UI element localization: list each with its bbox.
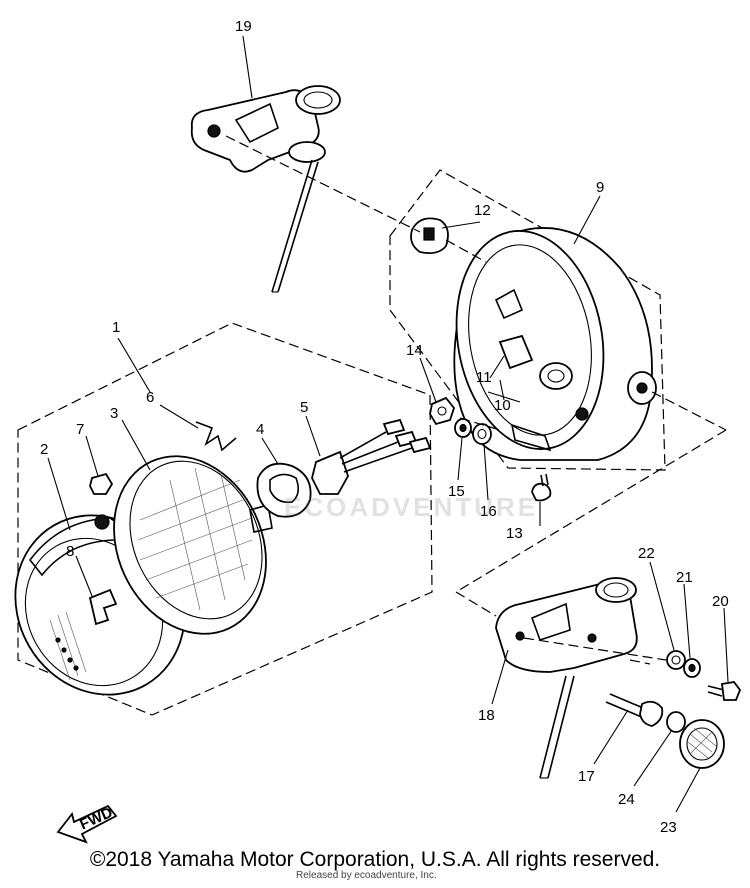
callout-3: 3 [110, 405, 118, 422]
leader-lines [47, 35, 729, 813]
washer-part-15 [454, 418, 472, 438]
nut-part-14 [429, 396, 456, 426]
bolt-part-17 [605, 693, 664, 727]
watermark-credit: Released by ecoadventure, Inc. [296, 870, 437, 881]
callout-20: 20 [712, 593, 729, 610]
socket-part-5 [311, 418, 432, 495]
fwd-label: FWD [77, 804, 115, 833]
callout-24: 24 [618, 791, 635, 808]
callout-4: 4 [256, 421, 264, 438]
callout-17: 17 [578, 768, 595, 785]
callout-7: 7 [76, 421, 84, 438]
callout-labels: 19 9 12 1 14 11 10 6 5 3 4 7 2 15 16 13 … [40, 18, 729, 836]
screw-part-7 [89, 472, 114, 495]
callout-23: 23 [660, 819, 677, 836]
upper-bracket-part-19 [190, 85, 341, 293]
washer-part-16 [472, 423, 492, 445]
sealed-beam-part-3 [113, 455, 273, 635]
socket-cover-part-4 [256, 462, 312, 518]
callout-12: 12 [474, 202, 491, 219]
bolt-part-20 [707, 681, 742, 701]
watermark-brand: ECOADVENTURE [284, 492, 539, 522]
headlight-housing-part-9 [453, 227, 657, 461]
callout-10: 10 [494, 397, 511, 414]
callout-8: 8 [66, 543, 74, 560]
mounting-lines [225, 135, 727, 665]
rim-hatching [49, 611, 87, 681]
lower-bracket-part-18 [495, 577, 638, 779]
washer-part-21 [683, 658, 701, 678]
washer-part-24 [666, 711, 686, 733]
grommet-part-12 [410, 217, 449, 255]
screw-part-13 [531, 473, 552, 502]
callout-22: 22 [638, 545, 655, 562]
bulb-clip-part-6 [195, 421, 237, 452]
group-1-outline [17, 322, 433, 716]
callout-19: 19 [235, 18, 252, 35]
cap-part-23 [679, 719, 725, 769]
callout-15: 15 [448, 483, 465, 500]
callout-14: 14 [406, 342, 423, 359]
callout-5: 5 [300, 399, 308, 416]
callout-21: 21 [676, 569, 693, 586]
callout-18: 18 [478, 707, 495, 724]
fwd-arrow: FWD [56, 804, 118, 844]
copyright-footer: ©2018 Yamaha Motor Corporation, U.S.A. A… [89, 848, 661, 871]
callout-1: 1 [112, 319, 120, 336]
callout-11: 11 [476, 369, 492, 386]
group-9-outline [389, 169, 666, 471]
callout-2: 2 [40, 441, 48, 458]
callout-13: 13 [506, 525, 523, 542]
callout-16: 16 [480, 503, 497, 520]
lens-pattern [137, 467, 253, 611]
clip-part-8 [88, 588, 118, 626]
callout-6: 6 [146, 389, 154, 406]
washer-part-22 [666, 650, 686, 670]
callout-9: 9 [596, 179, 604, 196]
